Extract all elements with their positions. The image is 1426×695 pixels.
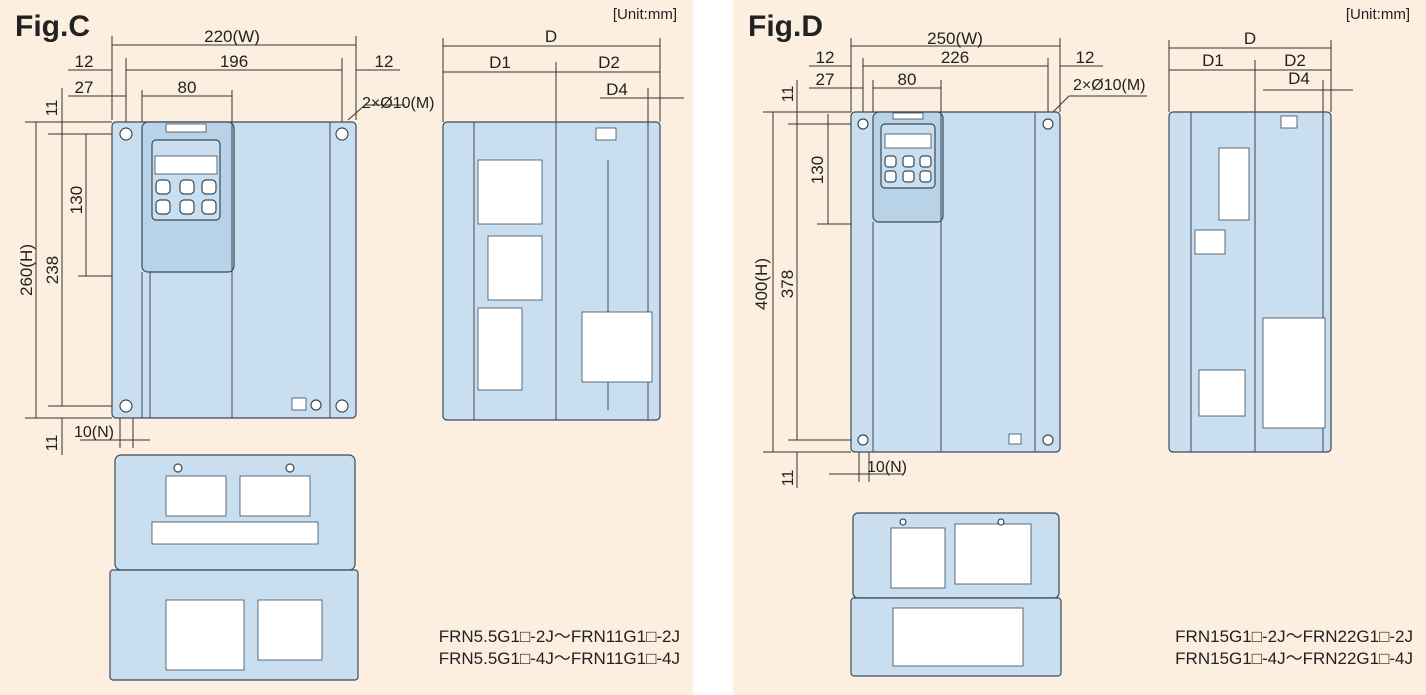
dim-378: 378 <box>778 270 797 298</box>
figure-c-drawing: 220(W) 196 12 12 27 80 2×Ø10(M) 11 130 2… <box>17 27 684 681</box>
dim-depth-total: D <box>1244 29 1256 48</box>
front-view <box>850 111 1061 453</box>
front-view <box>111 121 357 419</box>
front-width-dimensions <box>68 36 405 122</box>
side-depth-dimensions <box>442 38 684 122</box>
dim-d1: D1 <box>489 53 511 72</box>
dim-d2: D2 <box>598 53 620 72</box>
dim-width-inner: 226 <box>941 48 969 67</box>
dim-margin-left: 12 <box>816 48 835 67</box>
side-depth-dimensions <box>1168 40 1353 112</box>
dim-n-slot: 10(N) <box>867 459 907 476</box>
figure-title: Fig.D <box>748 10 823 43</box>
figure-d-drawing: 250(W) 226 12 12 27 80 2×Ø10(M) 11 130 3… <box>752 29 1353 677</box>
model-line: FRN5.5G1□-2J～FRN11G1□-2J <box>438 627 680 646</box>
dim-130: 130 <box>67 186 86 214</box>
dim-top-11: 11 <box>780 86 797 103</box>
dim-margin-left: 12 <box>75 52 94 71</box>
dim-bottom-11: 11 <box>44 435 61 452</box>
figure-c-panel: Fig.C [Unit:mm] 220(W) 196 12 12 27 80 2… <box>0 0 693 695</box>
model-list: FRN15G1□-2J～FRN22G1□-2J FRN15G1□-4J～FRN2… <box>1175 626 1413 670</box>
dim-27: 27 <box>75 78 94 97</box>
side-view <box>442 121 661 421</box>
dim-d1: D1 <box>1202 51 1224 70</box>
unit-label: [Unit:mm] <box>612 6 677 23</box>
dim-80: 80 <box>898 70 917 89</box>
model-line: FRN5.5G1□-4J～FRN11G1□-4J <box>438 649 680 668</box>
dim-width-inner: 196 <box>220 52 248 71</box>
dim-width-total: 220(W) <box>204 27 260 46</box>
dim-height-total: 260(H) <box>17 244 36 296</box>
dim-d4: D4 <box>1288 69 1310 88</box>
figure-d-panel: Fig.D [Unit:mm] 250(W) 226 12 12 27 80 2… <box>733 0 1426 695</box>
dim-27: 27 <box>816 70 835 89</box>
dim-margin-right: 12 <box>1076 48 1095 67</box>
dim-238: 238 <box>43 256 62 284</box>
model-line: FRN15G1□-4J～FRN22G1□-4J <box>1175 649 1413 668</box>
bottom-view <box>850 512 1062 677</box>
dim-height-total: 400(H) <box>752 258 771 310</box>
dim-n-slot: 10(N) <box>74 424 114 441</box>
dim-d4: D4 <box>606 80 628 99</box>
bottom-view <box>109 454 359 681</box>
dim-130: 130 <box>808 156 827 184</box>
model-line: FRN15G1□-2J～FRN22G1□-2J <box>1175 627 1413 646</box>
dim-width-total: 250(W) <box>927 29 983 48</box>
dim-mount-holes: 2×Ø10(M) <box>362 95 434 112</box>
dim-mount-holes: 2×Ø10(M) <box>1073 77 1145 94</box>
dim-bottom-11: 11 <box>780 470 797 487</box>
dim-margin-right: 12 <box>375 52 394 71</box>
dim-depth-total: D <box>545 27 557 46</box>
dim-d2: D2 <box>1284 51 1306 70</box>
model-list: FRN5.5G1□-2J～FRN11G1□-2J FRN5.5G1□-4J～FR… <box>439 626 680 670</box>
dim-top-11: 11 <box>44 100 61 117</box>
front-width-dimensions <box>809 38 1147 115</box>
side-view <box>1168 111 1332 453</box>
dim-80: 80 <box>178 78 197 97</box>
unit-label: [Unit:mm] <box>1345 6 1410 23</box>
figure-title: Fig.C <box>15 10 90 43</box>
